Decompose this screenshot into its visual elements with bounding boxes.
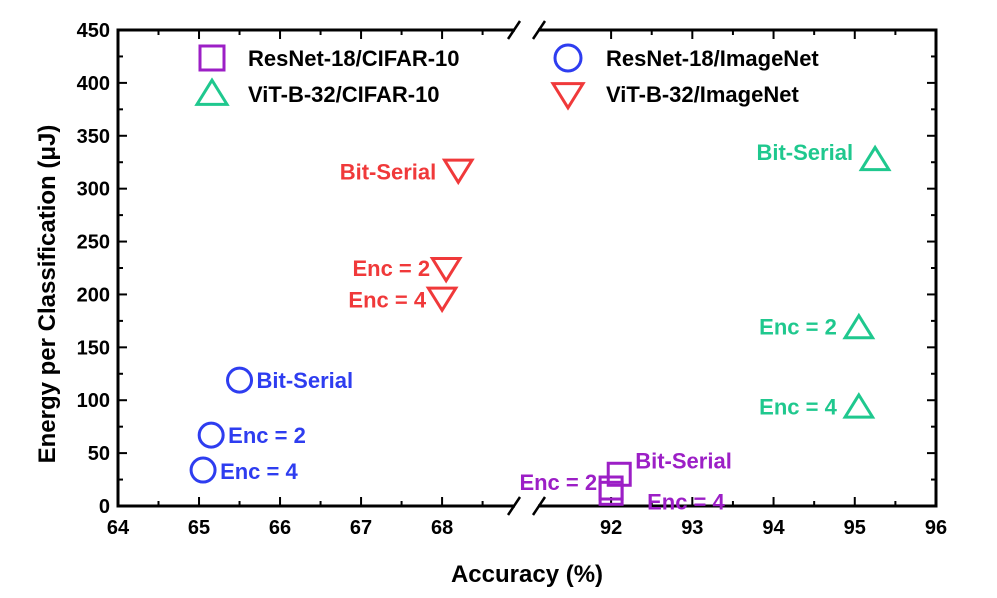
point-label: Bit-Serial — [635, 448, 732, 473]
y-axis-title: Energy per Classification (μJ) — [34, 125, 61, 464]
y-tick-label: 0 — [99, 496, 110, 518]
data-point-triangle-down — [429, 257, 463, 284]
y-tick-label: 100 — [77, 390, 110, 412]
data-point-triangle-up — [842, 392, 876, 419]
legend-entry-label: ResNet-18/CIFAR-10 — [248, 46, 460, 71]
point-label: Enc = 4 — [348, 288, 426, 313]
point-label: Enc = 2 — [228, 423, 306, 448]
x-tick-label: 68 — [431, 517, 453, 539]
point-label: Enc = 2 — [759, 314, 837, 339]
y-tick-label: 450 — [77, 20, 110, 42]
data-point-square — [606, 461, 632, 487]
x-tick-label: 66 — [269, 517, 291, 539]
point-label: Bit-Serial — [756, 140, 853, 165]
point-label: Enc = 4 — [759, 395, 837, 420]
x-tick-label: 67 — [350, 517, 372, 539]
y-tick-label: 250 — [77, 232, 110, 254]
y-tick-label: 400 — [77, 73, 110, 95]
point-label: Bit-Serial — [340, 160, 437, 185]
legend-marker-square — [198, 44, 226, 72]
legend-entry-label: ViT-B-32/ImageNet — [606, 82, 799, 107]
x-tick-label: 93 — [681, 517, 703, 539]
legend: ResNet-18/CIFAR-10 ResNet-18/ImageNetViT-… — [194, 43, 819, 111]
x-tick-label: 64 — [107, 517, 130, 539]
x-axis-title: Accuracy (%) — [451, 561, 603, 588]
data-point-triangle-up — [858, 144, 892, 172]
y-tick-label: 150 — [77, 337, 110, 359]
top-break-mark — [506, 20, 522, 40]
legend-entry-label: ViT-B-32/CIFAR-10 — [248, 82, 440, 107]
x-tick-label: 92 — [600, 517, 622, 539]
x-tick-label: 94 — [762, 517, 785, 539]
data-markers — [189, 144, 892, 506]
point-label: Enc = 4 — [220, 459, 298, 484]
legend-marker-triangle-down — [550, 82, 586, 111]
legend-marker-triangle-up — [194, 77, 230, 106]
data-point-circle — [197, 421, 225, 449]
tick-marks — [117, 29, 937, 507]
legend-entry-label: ResNet-18/ImageNet — [606, 46, 819, 71]
data-point-triangle-down — [425, 286, 459, 314]
data-point-triangle-down — [441, 158, 475, 186]
y-tick-label: 50 — [88, 443, 110, 465]
point-label: Bit-Serial — [257, 368, 354, 393]
tick-labels: 0 50 100 150 200 250 300 350 400 450 64 65 66 67 68 92 9… — [77, 20, 948, 539]
point-label: Enc = 2 — [519, 470, 597, 495]
x-tick-label: 95 — [844, 517, 866, 539]
top-break-mark — [531, 20, 547, 40]
legend-marker-circle — [553, 43, 583, 73]
x-tick-label: 96 — [925, 517, 947, 539]
x-axis-break-mark — [506, 496, 522, 516]
data-point-triangle-up — [842, 312, 876, 340]
y-tick-label: 350 — [77, 126, 110, 148]
y-tick-label: 300 — [77, 179, 110, 201]
data-point-square — [598, 480, 624, 506]
data-point-square — [598, 475, 624, 501]
x-axis-break-mark — [531, 496, 547, 516]
y-tick-label: 200 — [77, 284, 110, 306]
data-point-circle — [226, 366, 254, 394]
x-tick-label: 65 — [188, 517, 210, 539]
point-label: Enc = 4 — [647, 489, 725, 514]
point-label: Enc = 2 — [352, 256, 430, 281]
data-point-circle — [189, 456, 217, 484]
